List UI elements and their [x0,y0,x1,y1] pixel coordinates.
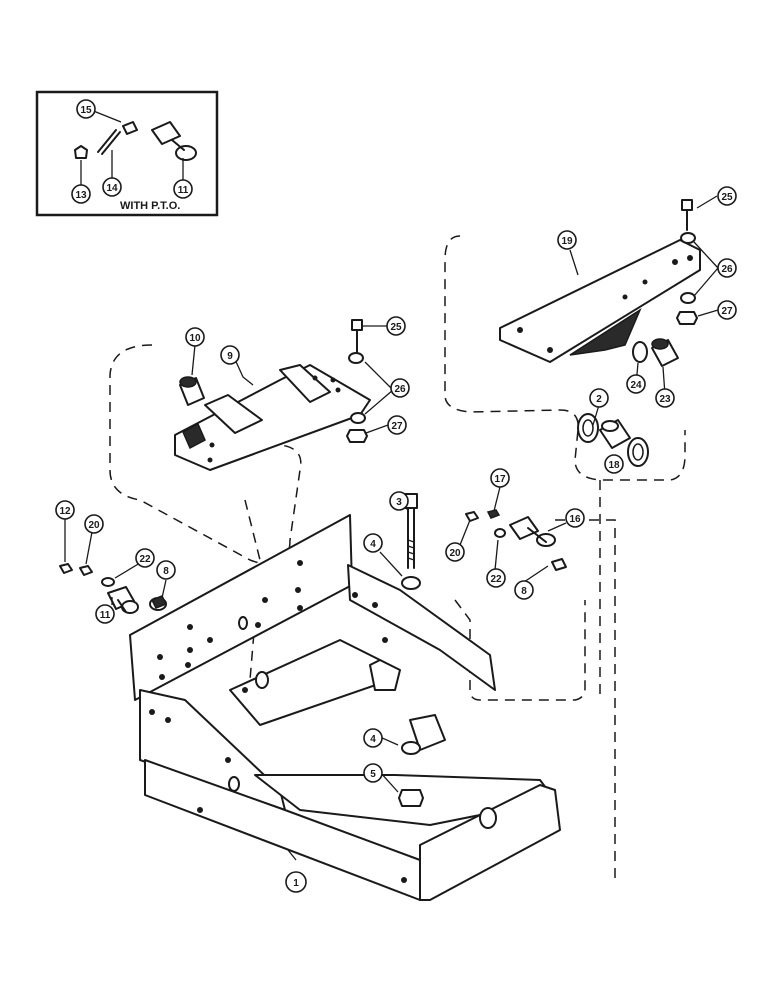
svg-text:2: 2 [596,394,602,405]
callout-8-right: 8 [514,580,534,600]
callout-23: 23 [655,388,675,408]
left-mount-bracket [174,364,371,471]
callout-26-left: 26 [390,378,410,398]
callout-27-right: 27 [717,300,737,320]
right-mount-plate [499,239,701,363]
callout-2: 2 [589,388,609,408]
callout-9: 9 [220,345,240,365]
svg-text:24: 24 [630,380,642,391]
bushing-2 [599,419,631,449]
pivot-11 [107,586,139,614]
callout-12: 12 [55,500,75,520]
nut-27-right [676,311,698,325]
bolt-25-right [681,199,693,231]
callout-11: 11 [95,604,115,624]
callout-25-right: 25 [717,186,737,206]
pto-inset: 15 13 14 11 WITH P.T.O. [35,90,219,217]
callout-20-left: 20 [84,514,104,534]
svg-text:18: 18 [608,460,620,471]
svg-text:14: 14 [106,183,118,194]
callout-26-right: 26 [717,258,737,278]
washer-4-lower [401,741,421,755]
svg-text:9: 9 [227,351,233,362]
washer-24 [632,341,648,363]
svg-text:4: 4 [370,539,376,550]
bushing-8-right [551,558,567,571]
callout-18: 18 [604,454,624,474]
svg-text:11: 11 [100,610,111,621]
svg-text:25: 25 [390,322,402,333]
nut-5 [398,789,424,807]
svg-text:27: 27 [721,306,733,317]
callout-5: 5 [363,763,383,783]
callout-25-left: 25 [386,316,406,336]
svg-text:8: 8 [521,586,527,597]
svg-text:23: 23 [659,394,671,405]
callout-19: 19 [557,230,577,250]
svg-text:22: 22 [139,554,151,565]
washer-22-left [101,577,115,587]
washer-22-right [494,528,506,538]
svg-text:5: 5 [370,769,376,780]
callout-11-inset: 11 [173,179,193,199]
washer-26-right-upper [680,232,696,244]
callout-22-left: 22 [135,548,155,568]
bushing-8-left [149,595,168,611]
callout-17: 17 [490,468,510,488]
svg-text:22: 22 [490,574,502,585]
pivot-16 [509,516,556,547]
svg-text:19: 19 [561,236,573,247]
left-mount-outline [109,344,302,566]
callout-22-right: 22 [486,568,506,588]
svg-text:15: 15 [80,105,92,116]
svg-text:10: 10 [189,333,201,344]
svg-text:20: 20 [449,548,461,559]
svg-text:1: 1 [293,878,299,889]
bolt-25-left [351,319,363,353]
bushing-23 [651,338,679,367]
svg-text:12: 12 [59,506,71,517]
svg-text:4: 4 [370,734,376,745]
washer-26-right-lower [680,292,696,304]
callout-13: 13 [71,184,91,204]
callout-27-left: 27 [387,415,407,435]
callout-14: 14 [102,177,122,197]
washer-26-left-lower [350,412,366,424]
screw-20-left [79,565,93,576]
callout-3: 3 [389,491,409,511]
callout-15: 15 [76,99,96,119]
inset-caption: WITH P.T.O. [120,200,180,212]
svg-text:27: 27 [391,421,403,432]
callout-10: 10 [185,327,205,347]
callout-20-right: 20 [445,542,465,562]
svg-text:25: 25 [721,192,733,203]
nut-27-left [346,429,368,443]
screw-20-right [465,511,479,522]
callout-24: 24 [626,374,646,394]
svg-text:11: 11 [178,185,189,196]
svg-text:26: 26 [394,384,406,395]
svg-text:16: 16 [569,514,581,525]
callout-1: 1 [285,871,307,893]
callout-4-upper: 4 [363,533,383,553]
callout-16: 16 [565,508,585,528]
svg-text:17: 17 [494,474,506,485]
svg-text:26: 26 [721,264,733,275]
right-mount-outline [444,235,686,481]
svg-text:8: 8 [163,566,169,577]
washer-4-upper [401,576,421,590]
washer-26-left-upper [348,352,364,364]
callout-8-left: 8 [156,560,176,580]
svg-text:3: 3 [396,497,402,508]
bushing-10 [179,376,205,406]
fitting-12 [59,563,73,574]
left-lower-outline [244,499,261,681]
svg-text:13: 13 [75,190,87,201]
fitting-17 [486,509,501,519]
svg-text:20: 20 [88,520,100,531]
callout-4-lower: 4 [363,728,383,748]
